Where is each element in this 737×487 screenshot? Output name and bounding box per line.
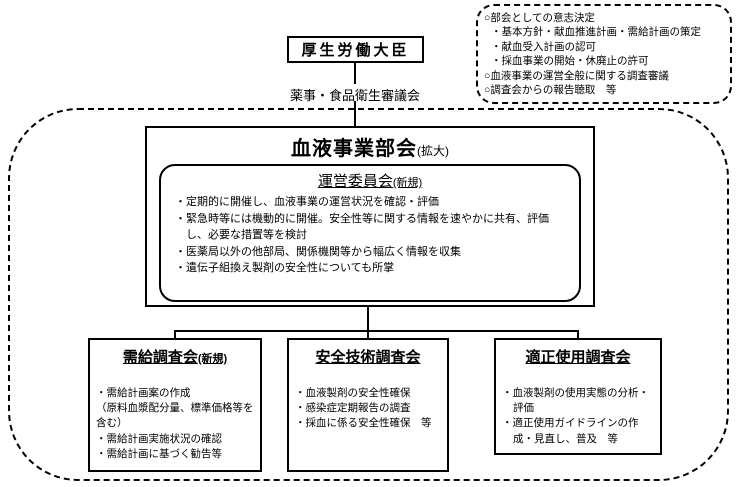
callout-line: ○部会としての意志決定 [484,12,596,24]
sub-title-suffix: (新規) [197,353,228,365]
supply-demand-committee-title: 需給調査会(新規) [90,346,260,367]
bullet-item: ・需給計画実施状況の確認 [96,432,222,445]
callout-line: ・献血受入計画の認可 [491,40,596,53]
appropriate-use-committee-box: 適正使用調査会 ・血液製剤の使用実態の分析・評価 ・適正使用ガイドラインの作成・… [494,338,662,455]
connector-drop-right [577,330,579,338]
bullet-item: ・医薬局以外の他部局、関係機関等から幅広く情報を収集 [175,245,461,258]
appropriate-use-committee-title: 適正使用調査会 [496,346,660,367]
blood-committee-title-text: 血液事業部会 [291,138,417,160]
callout-line: ・基本方針・献血推進計画・需給計画の策定 [491,26,701,39]
appropriate-use-bullet-list: ・血液製剤の使用実態の分析・評価 ・適正使用ガイドラインの作成・見直し、普及 等 [502,386,656,447]
bullet-item: ・需給計画案の作成 [96,387,191,399]
safety-technology-committee-box: 安全技術調査会 ・血液製剤の安全性確保 ・感染症定期報告の調査 ・採血に係る安全… [287,338,449,472]
steering-title-suffix: (新規) [392,177,423,189]
sub-title-text: 需給調査会 [122,349,198,366]
minister-label: 厚生労働大臣 [301,42,410,59]
committee-scope-outline [8,108,729,481]
bullet-item: ・需給計画に基づく勧告等 [96,447,222,460]
bullet-item: （原料血漿配分量、標準価格等を含む） [96,402,254,430]
council-label: 薬事・食品衛生審議会 [285,85,425,104]
bullet-item: ・血液製剤の安全性確保 [295,387,411,399]
callout-line: ・採血事業の開始・休廃止の許可 [491,55,649,68]
bullet-item: ・緊急時等には機動的に開催。安全性等に関する情報を速やかに共有、評価し、必要な措… [175,212,549,242]
steering-bullet-list: ・定期的に開催し、血液事業の運営状況を確認・評価 ・緊急時等には機動的に開催。安… [175,194,569,277]
steering-committee-title: 運営委員会(新規) [161,170,579,191]
blood-committee-box: 血液事業部会(拡大) 運営委員会(新規) ・定期的に開催し、血液事業の運営状況を… [145,126,595,307]
connector-minister-council [354,63,356,84]
connector-council-committee [354,101,356,127]
safety-technology-bullet-list: ・血液製剤の安全性確保 ・感染症定期報告の調査 ・採血に係る安全性確保 等 [295,386,443,432]
sub-title-text: 適正使用調査会 [525,349,631,366]
bullet-item: ・定期的に開催し、血液事業の運営状況を確認・評価 [175,196,439,208]
bullet-item: ・遺伝子組換え製剤の安全性についても所掌 [175,262,395,274]
bullet-item: ・血液製剤の使用実態の分析・評価 [502,387,649,415]
sub-title-text: 安全技術調査会 [315,349,421,366]
steering-title-text: 運営委員会 [317,173,393,190]
blood-committee-title: 血液事業部会(拡大) [147,132,593,161]
bullet-item: ・採血に係る安全性確保 等 [295,417,432,430]
connector-drop-left [174,330,176,338]
supply-demand-committee-box: 需給調査会(新規) ・需給計画案の作成 （原料血漿配分量、標準価格等を含む） ・… [88,338,262,472]
bullet-item: ・適正使用ガイドラインの作成・見直し、普及 等 [502,417,639,445]
connector-branch-horizontal [174,330,579,332]
minister-box: 厚生労働大臣 [287,36,424,63]
supply-demand-bullet-list: ・需給計画案の作成 （原料血漿配分量、標準価格等を含む） ・需給計画実施状況の確… [96,386,256,462]
safety-technology-committee-title: 安全技術調査会 [289,346,447,367]
decision-callout: ○部会としての意志決定 ・基本方針・献血推進計画・需給計画の策定 ・献血受入計画… [476,4,732,104]
connector-stem [367,307,369,332]
bullet-item: ・感染症定期報告の調査 [295,402,411,415]
connector-drop-middle [367,330,369,338]
callout-line: ○血液事業の運営全般に関する調査審議 [484,69,669,82]
blood-committee-title-suffix: (拡大) [417,144,449,158]
callout-line: ○調査会からの報告聴取 等 [484,84,617,97]
steering-committee-box: 運営委員会(新規) ・定期的に開催し、血液事業の運営状況を確認・評価 ・緊急時等… [159,164,581,302]
